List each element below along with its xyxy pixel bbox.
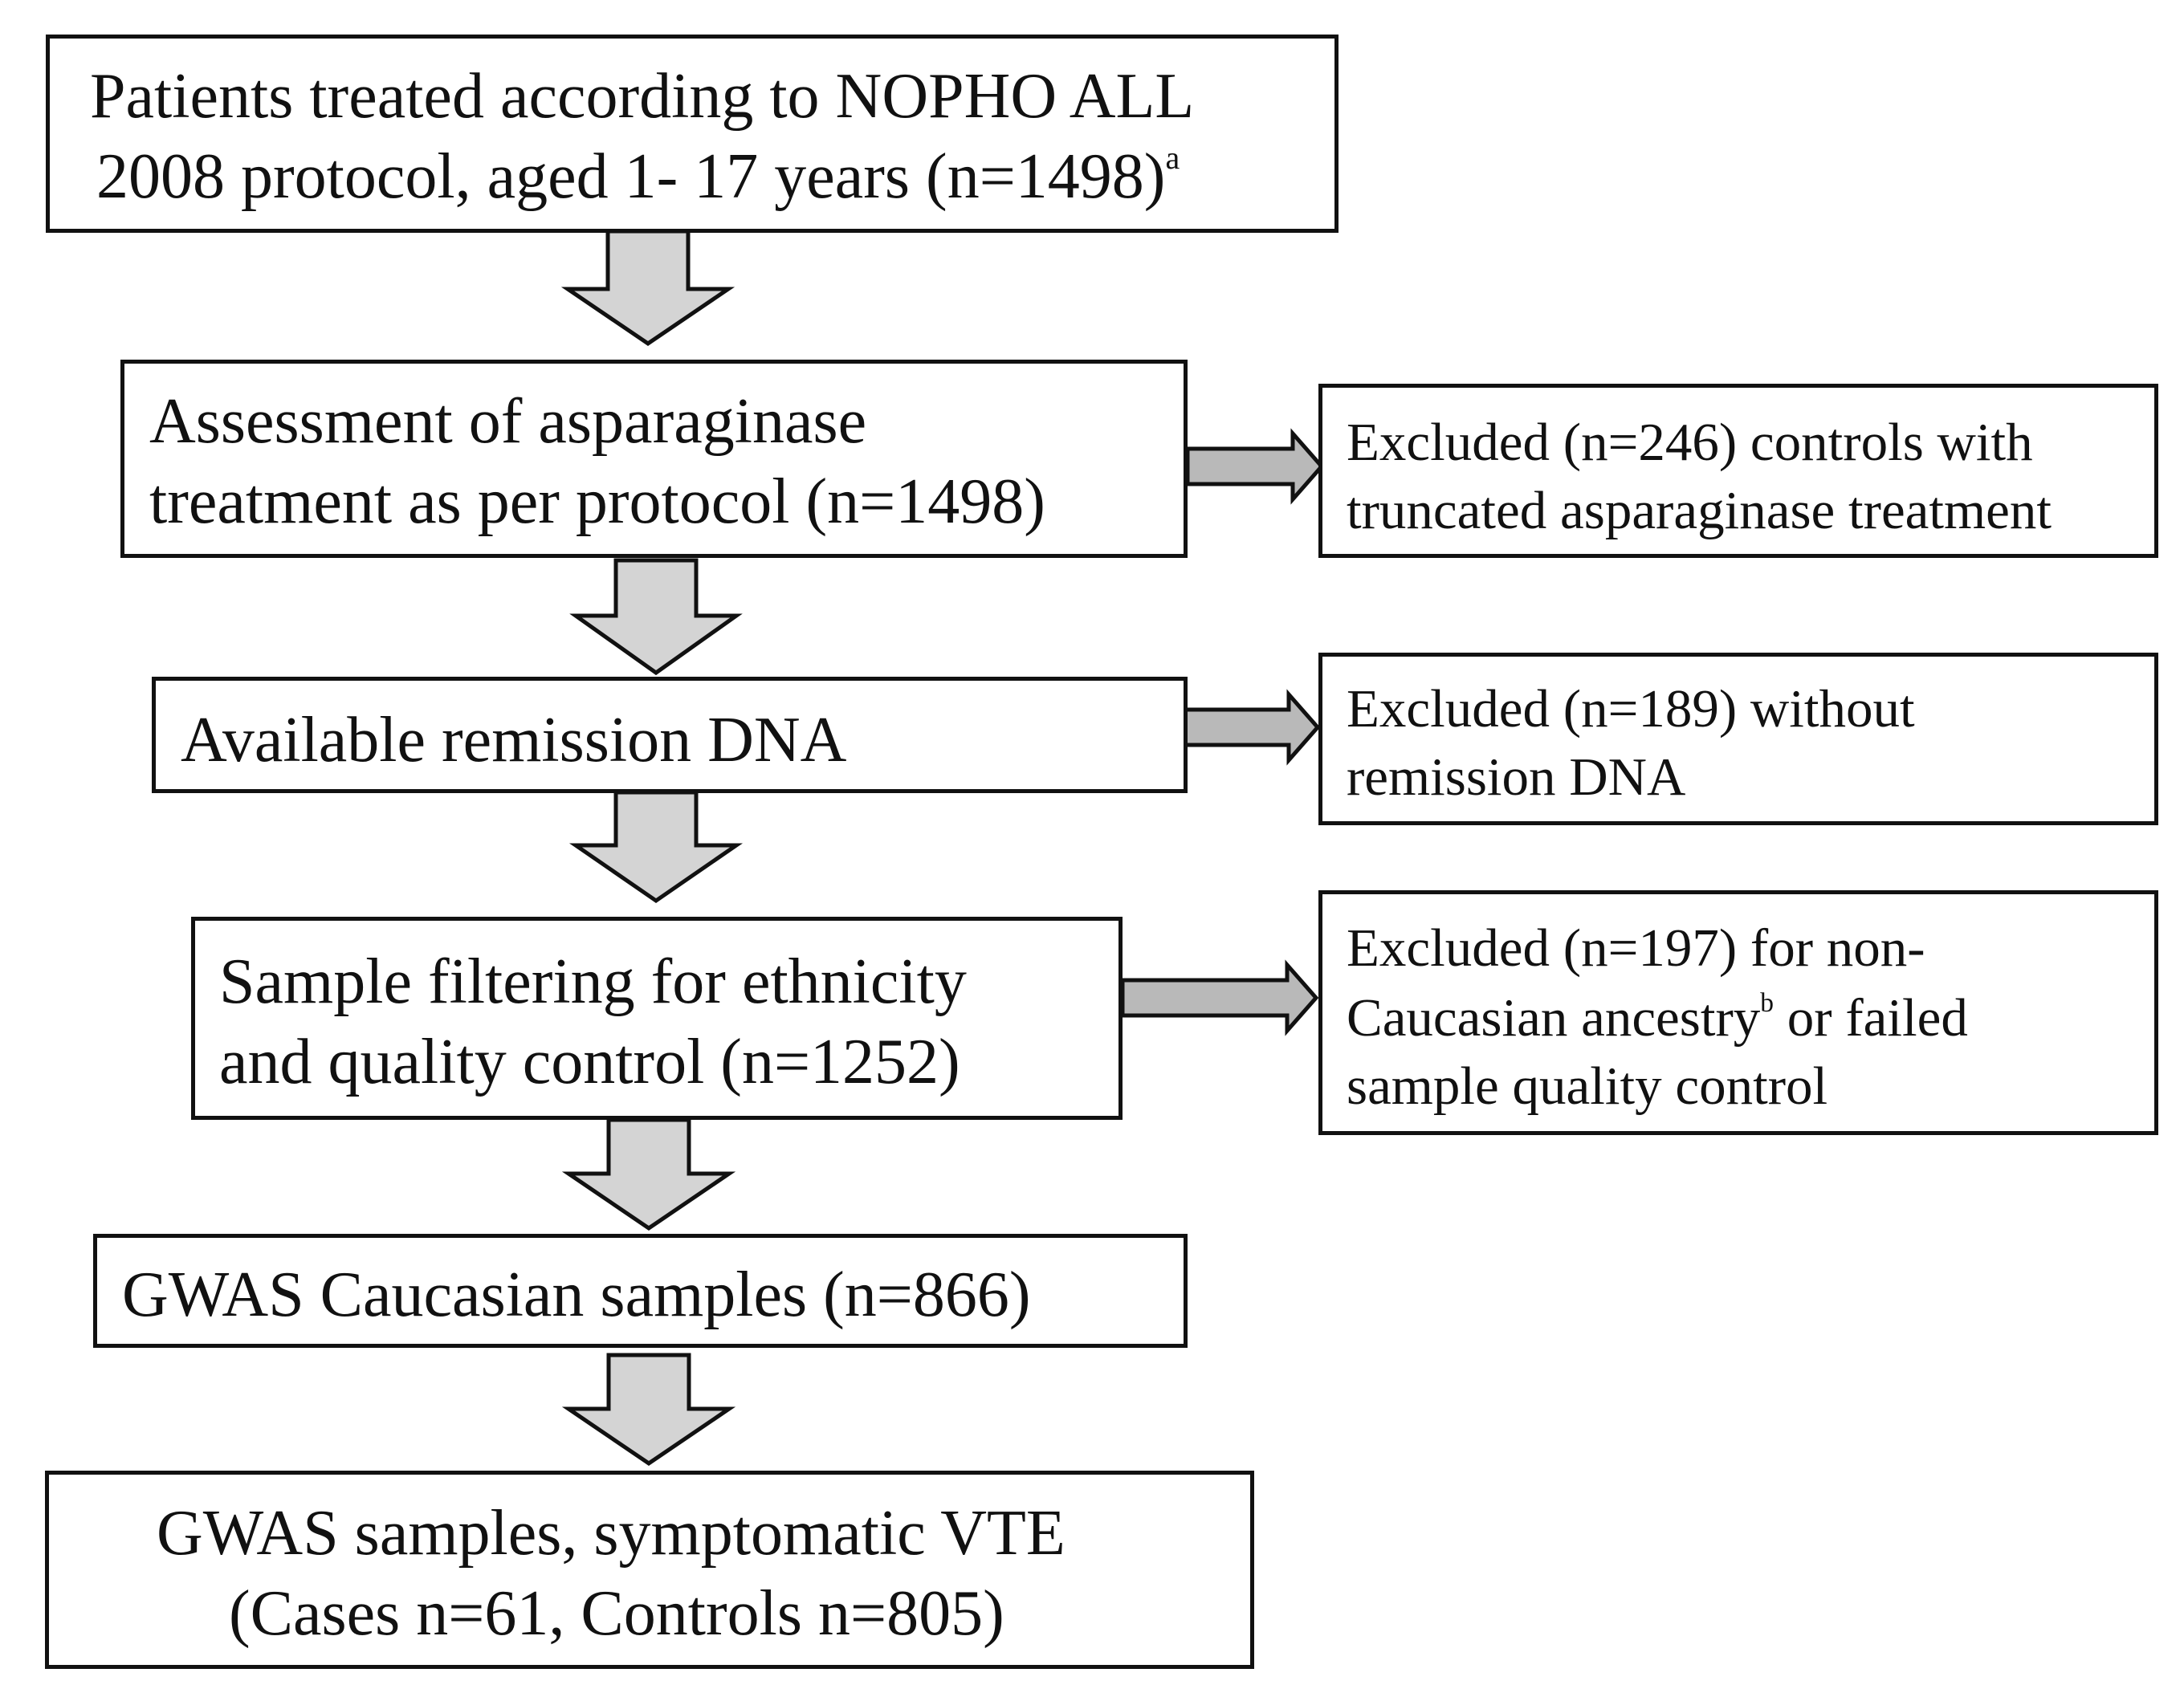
step-4-line-1: Sample filtering for ethnicity [219,946,967,1017]
down-arrow-4 [561,1117,736,1231]
step-4-line-2: and quality control (n=1252) [219,1027,960,1097]
exclusion-3-line-2a: Caucasian ancestry [1347,988,1761,1048]
step-2-line-2: treatment as per protocol (n=1498) [149,466,1045,537]
step-1-line-2-text: 2008 protocol, aged 1- 17 years (n=1498) [96,141,1166,212]
exclusion-3-line-3: sample quality control [1347,1056,1828,1116]
down-arrow-5 [561,1353,736,1467]
step-6-line-1: GWAS samples, symptomatic VTE [157,1498,1066,1569]
step-4-box [191,917,1123,1120]
step-1-line-2: 2008 protocol, aged 1- 17 years (n=1498)… [96,141,1180,212]
step-6-box [45,1471,1254,1669]
exclusion-1-box [1318,384,2158,558]
step-1-line-1: Patients treated according to NOPHO ALL [90,61,1195,132]
step-5-line-1: GWAS Caucasian samples (n=866) [122,1260,1031,1330]
footnote-marker-b: b [1760,987,1774,1018]
step-2-line-1: Assessment of asparaginase [149,386,867,457]
exclusion-3-line-2b: or failed [1774,988,1968,1048]
down-arrow-3 [568,790,744,904]
right-arrow-3 [1120,959,1319,1036]
exclusion-3-line-1: Excluded (n=197) for non- [1347,918,1925,978]
exclusion-3-line-2: Caucasian ancestryb or failed [1347,987,1968,1048]
exclusion-3-box [1318,890,2158,1135]
exclusion-2-line-1: Excluded (n=189) without [1347,679,1915,739]
step-6-line-2: (Cases n=61, Controls n=805) [229,1578,1004,1649]
step-5-box [93,1234,1188,1348]
right-arrow-2 [1181,689,1321,766]
exclusion-1-line-2: truncated asparaginase treatment [1347,481,2052,540]
exclusion-1-line-1: Excluded (n=246) controls with [1347,413,2033,472]
right-arrow-1 [1185,428,1325,505]
down-arrow-2 [569,558,743,676]
step-1-box [46,35,1339,233]
exclusion-2-line-2: remission DNA [1347,747,1686,807]
exclusion-2-box [1318,653,2158,825]
step-3-box [152,677,1188,793]
step-2-box [120,360,1188,558]
step-3-line-1: Available remission DNA [181,705,847,775]
down-arrow-1 [560,229,735,347]
footnote-marker-a: a [1165,140,1180,176]
